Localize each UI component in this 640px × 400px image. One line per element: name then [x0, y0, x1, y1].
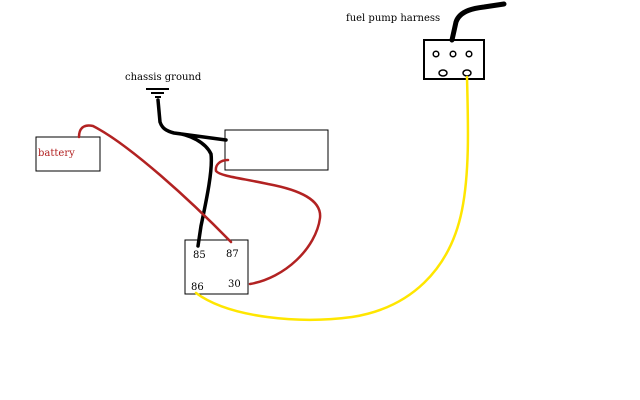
fuel-pump-harness-label: fuel pump harness [346, 13, 440, 24]
chassis-ground-label: chassis ground [125, 72, 202, 83]
ground-symbol-icon [146, 88, 169, 98]
fuel-pump-connector-icon [423, 1, 507, 80]
unlabeled-box [224, 129, 329, 171]
ground-wire [156, 98, 228, 248]
pump-signal-wire [194, 75, 470, 321]
battery-label: battery [38, 148, 75, 159]
relay-pin-86: 86 [191, 282, 204, 293]
battery-to-relay-wire [77, 124, 233, 244]
relay-pin-30: 30 [228, 279, 241, 290]
relay-pin-85: 85 [193, 250, 206, 261]
relay-box [184, 239, 249, 295]
battery-box [35, 136, 101, 172]
relay-30-to-box-wire [214, 158, 322, 286]
relay-pin-87: 87 [226, 249, 239, 260]
